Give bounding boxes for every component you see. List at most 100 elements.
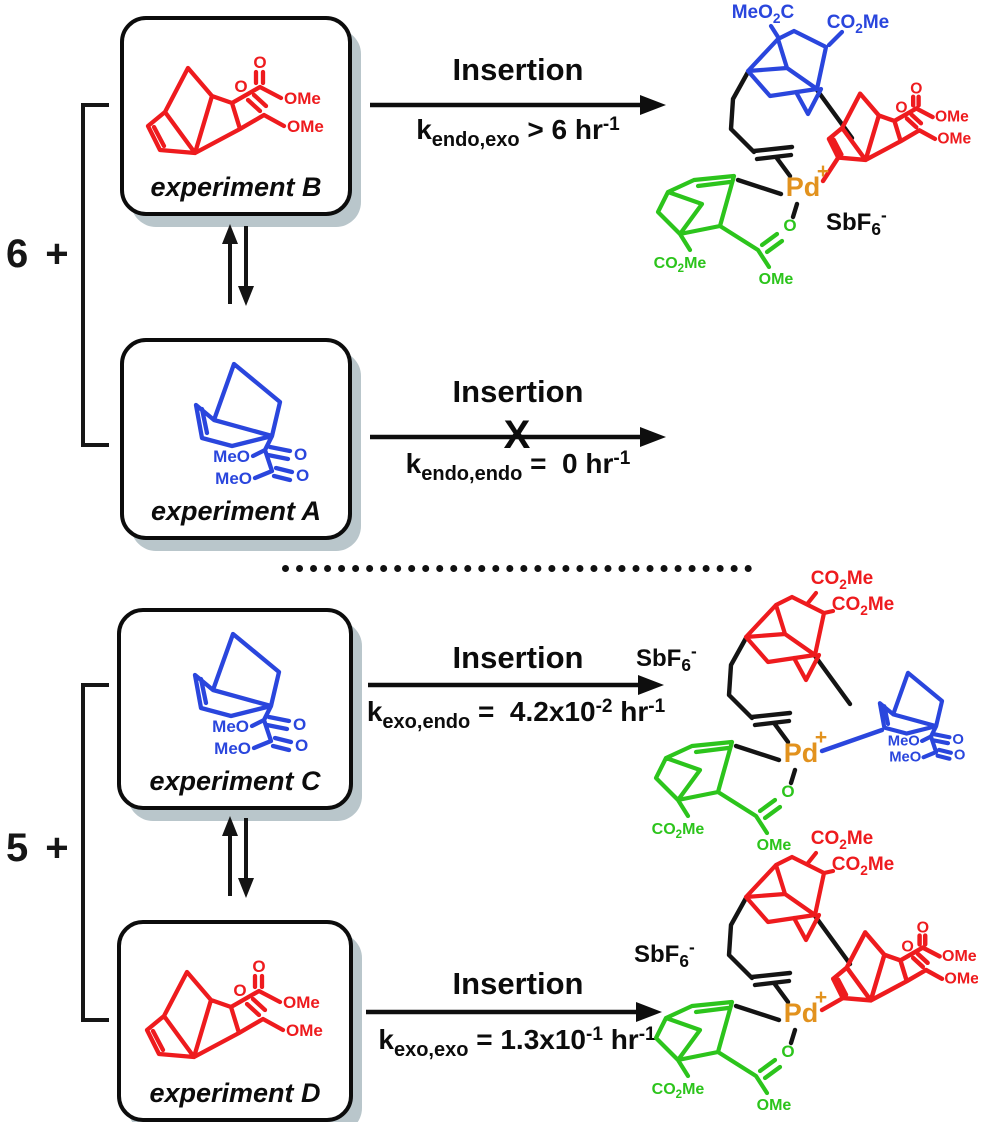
stoichiometry-top: 6 +: [6, 232, 69, 277]
co2me-label: CO2Me: [811, 568, 874, 592]
molecule-exo-diester-red: O OMe O OMe: [145, 53, 324, 156]
right-exo-diester-unit-red: O OMe O OMe: [826, 81, 971, 163]
ome-label: OMe: [944, 971, 978, 988]
o-label: O: [783, 216, 796, 235]
co2me-label: CO2Me: [832, 594, 895, 618]
charge-label: +: [815, 986, 827, 1009]
co2me-label: CO2Me: [652, 821, 705, 841]
o-label: O: [296, 466, 309, 485]
top-norbornane-unit-blue: MeO2C CO2Me: [732, 2, 890, 117]
meo-label: MeO: [213, 447, 250, 466]
meo-label: MeO: [214, 739, 251, 758]
black-chain-bonds: [726, 635, 853, 786]
rate-constant-exo-endo: kexo,endo = 4.2x10-2 hr-1: [366, 696, 666, 733]
co2me-label: CO2Me: [652, 1081, 705, 1101]
ome-label: OMe: [284, 89, 321, 108]
experiment-a-label: experiment A: [150, 496, 322, 526]
reaction-arrow-a: [370, 427, 666, 447]
charge-label: +: [815, 726, 827, 749]
meo-label: MeO: [212, 717, 249, 736]
norbornene-skeleton: [145, 65, 286, 156]
sbf6-counterion: SbF6-: [636, 641, 697, 675]
o-label: O: [233, 981, 246, 1000]
ome-label: OMe: [935, 109, 969, 126]
reaction-arrow-b: [370, 95, 666, 115]
o-label: O: [293, 715, 306, 734]
o-label: O: [895, 99, 907, 116]
ome-label: OMe: [942, 948, 977, 965]
o-label: O: [952, 732, 964, 748]
meo-label: MeO: [889, 750, 921, 766]
molecule-endo-diester-blue: O MeO O MeO: [193, 361, 309, 488]
right-endo-diester-unit-blue: O MeO O MeO: [877, 670, 966, 766]
ome-label: OMe: [287, 117, 324, 136]
pd-label: Pd: [784, 738, 819, 768]
equilibrium-arrows-top: [222, 224, 254, 306]
reaction-arrow-d: [366, 1002, 662, 1022]
o-label: O: [295, 736, 308, 755]
insertion-label-a: Insertion: [452, 374, 584, 409]
coefficient-5: 5: [6, 826, 29, 870]
co2me-label: CO2Me: [811, 828, 874, 852]
o-label: O: [253, 53, 266, 72]
section-divider: [282, 565, 752, 572]
pd-complex-product-3: CO2Me CO2Me O OMe O OMe CO2Me O OMe Pd +…: [634, 828, 978, 1114]
o-label: O: [954, 747, 966, 763]
green-chelate-unit: CO2Me O OMe: [652, 739, 795, 854]
norbornene-skeleton: [193, 361, 294, 483]
o-label: O: [901, 939, 913, 956]
rate-constant-endo-exo: kendo,exo > 6 hr-1: [416, 114, 620, 151]
norbornene-skeleton: [144, 969, 285, 1060]
o-label: O: [781, 782, 794, 801]
meo-label: MeO: [888, 733, 920, 749]
molecule-exo-diester-red: O OMe O OMe: [144, 957, 322, 1060]
stoichiometry-bottom: 5 +: [6, 826, 69, 871]
norbornene-skeleton: [192, 631, 293, 753]
co2me-label: CO2Me: [827, 12, 890, 36]
experiment-b-label: experiment B: [150, 172, 322, 202]
o-label: O: [294, 445, 307, 464]
molecule-endo-diester-blue: O MeO O MeO: [192, 631, 308, 758]
o-label: O: [917, 919, 929, 936]
insertion-label-b: Insertion: [452, 52, 584, 87]
pd-complex-product-1: MeO2C CO2Me O OMe O OMe CO2Me O OMe Pd +…: [654, 2, 972, 288]
pd-carbon-sigma-bond: [819, 727, 885, 754]
pd-label: Pd: [786, 172, 821, 202]
equilibrium-arrows-bottom: [222, 816, 254, 898]
pd-carbon-sigma-bond: [820, 155, 841, 184]
box-experiment-a: O MeO O MeO experiment A: [120, 338, 352, 540]
pd-label: Pd: [784, 998, 819, 1028]
experiment-c-label: experiment C: [149, 766, 321, 796]
insertion-label-d: Insertion: [452, 966, 584, 1001]
green-chelate-unit: CO2Me O OMe: [654, 173, 797, 288]
top-norbornane-unit-red: CO2Me CO2Me: [743, 568, 895, 683]
black-chain-bonds: [728, 69, 855, 220]
plus-sign: +: [45, 826, 69, 870]
ome-label: OMe: [757, 1097, 792, 1114]
right-exo-diester-unit-red: O OMe O OMe: [830, 919, 978, 1003]
co2me-label: CO2Me: [832, 854, 895, 878]
charge-label: +: [817, 160, 829, 183]
sbf6-counterion: SbF6-: [826, 205, 887, 239]
green-chelate-unit: CO2Me O OMe: [652, 999, 795, 1114]
plus-sign: +: [45, 232, 69, 276]
o-label: O: [252, 957, 265, 976]
o-label: O: [910, 81, 922, 98]
box-experiment-b: O OMe O OMe experiment B: [120, 16, 352, 216]
o-label: O: [781, 1042, 794, 1061]
ome-label: OMe: [283, 993, 320, 1012]
sbf6-counterion: SbF6-: [634, 937, 695, 971]
rate-constant-exo-exo: kexo,exo = 1.3x10-1 hr-1: [378, 1024, 656, 1061]
top-norbornane-unit-red: CO2Me CO2Me: [743, 828, 895, 943]
bracket-top: [81, 103, 109, 447]
ome-label: OMe: [759, 271, 794, 288]
coefficient-6: 6: [6, 232, 29, 276]
co2me-label: CO2Me: [654, 255, 707, 275]
ome-label: OMe: [757, 837, 792, 854]
meo-label: MeO: [215, 469, 252, 488]
black-chain-bonds: [726, 895, 853, 1046]
insertion-label-c: Insertion: [452, 640, 584, 675]
meo2c-label: MeO2C: [732, 2, 795, 26]
box-experiment-d: O OMe O OMe experiment D: [117, 920, 353, 1122]
